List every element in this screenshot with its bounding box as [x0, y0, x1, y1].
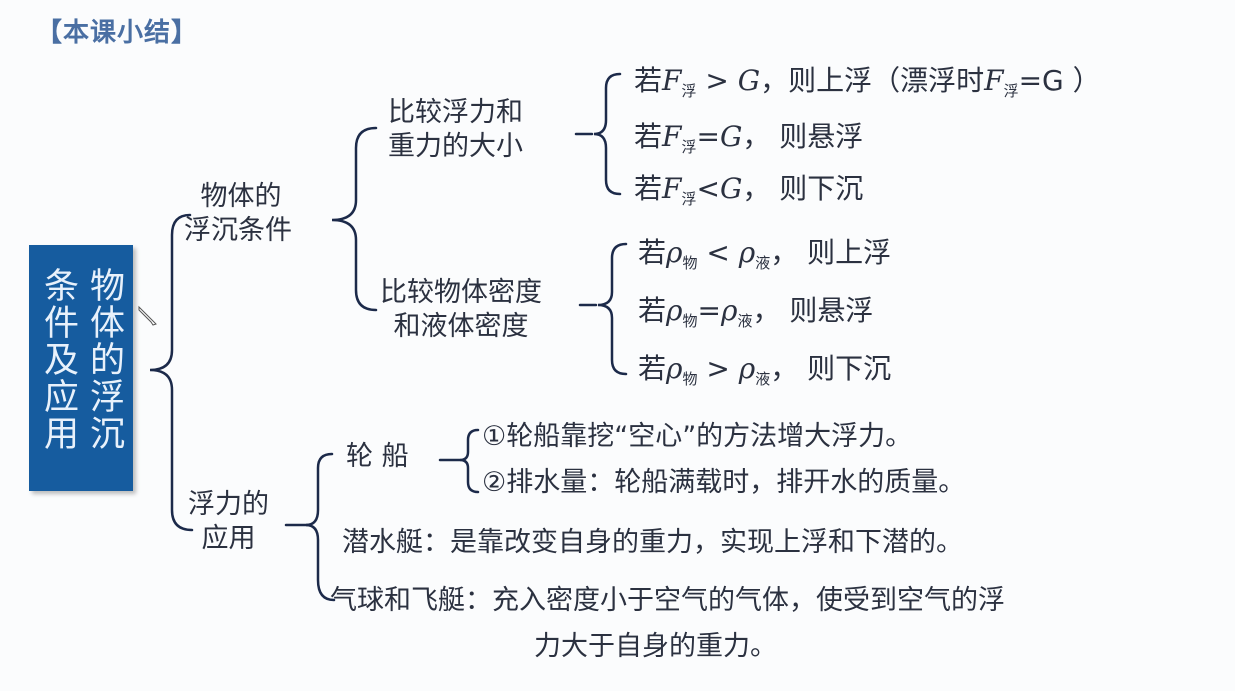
balloon-text-line2: 力大于自身的重力。 — [534, 631, 777, 662]
force-rule-suspend: 若F浮=G， 则悬浮 — [634, 120, 864, 156]
conditions-label-line1: 物体的 — [200, 181, 282, 212]
ship-label: 轮 船 — [346, 441, 409, 472]
conditions-bracket — [331, 126, 378, 312]
ship-bracket — [459, 428, 480, 494]
force-rule-sink: 若F浮<G， 则下沉 — [634, 172, 864, 208]
force-bracket — [593, 72, 622, 196]
applications-bracket — [305, 452, 336, 602]
force-label-line2: 重力的大小 — [388, 131, 523, 162]
density-bracket — [597, 242, 628, 376]
density-rule-suspend: 若ρ物=ρ液， 则悬浮 — [638, 294, 874, 330]
submarine-text: 潜水艇：是靠改变自身的重力，实现上浮和下潜的。 — [342, 527, 963, 558]
density-rule-sink: 若ρ物 > ρ液， 则下沉 — [638, 352, 892, 388]
conditions-label: 物体的 浮沉条件 — [184, 180, 292, 248]
applications-label-line1: 浮力的 — [188, 489, 269, 520]
conditions-label-line2: 浮沉条件 — [184, 215, 292, 246]
force-compare-label: 比较浮力和 重力的大小 — [388, 96, 523, 164]
density-label-line1: 比较物体密度 — [380, 277, 542, 308]
root-topic-line2: 条件及应用 — [38, 267, 78, 452]
ship-item-displacement: ②排水量：轮船满载时，排开水的质量。 — [482, 467, 966, 498]
root-topic-line1: 物体的浮沉 — [84, 267, 124, 452]
root-bracket — [149, 213, 194, 532]
force-rule-float: 若F浮 > G，则上浮（漂浮时F浮=G ） — [634, 64, 1101, 100]
root-topic-box: 物体的浮沉 条件及应用 — [29, 245, 133, 491]
density-label-line2: 和液体密度 — [393, 311, 529, 342]
density-rule-float: 若ρ物 < ρ液， 则上浮 — [638, 236, 892, 272]
applications-label: 浮力的 应用 — [188, 488, 269, 556]
slide-title: 【本课小结】 — [36, 18, 199, 48]
ship-item-hollow: ①轮船靠挖“空心”的方法增大浮力。 — [482, 421, 913, 452]
force-label-line1: 比较浮力和 — [388, 97, 523, 128]
density-compare-label: 比较物体密度 和液体密度 — [380, 276, 542, 344]
applications-label-line2: 应用 — [201, 523, 256, 554]
pen-cursor-icon — [138, 305, 157, 326]
balloon-text-line1: 气球和飞艇：充入密度小于空气的气体，使受到空气的浮 — [330, 585, 1005, 616]
